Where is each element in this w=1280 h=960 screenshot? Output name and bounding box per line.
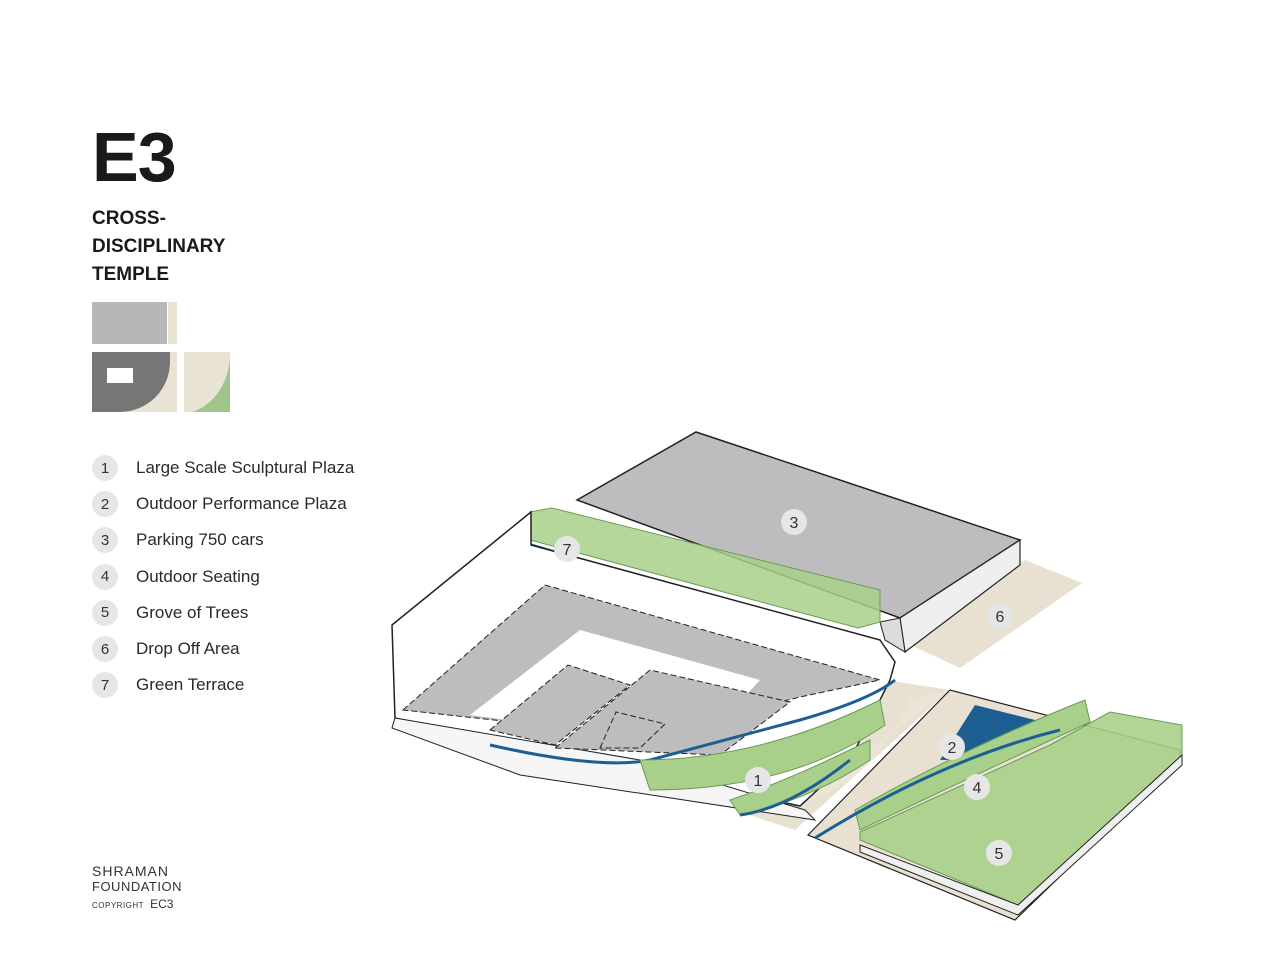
marker-label: 3: [790, 515, 799, 532]
marker-label: 2: [948, 740, 957, 757]
marker-circle: [745, 767, 771, 793]
grove-base: [859, 753, 1183, 916]
plaza-blue-edge: [739, 758, 851, 817]
copyright-word: COPYRIGHT: [92, 901, 145, 910]
thumb-block-top: [92, 302, 167, 344]
podium-block-a: [488, 664, 632, 746]
marker-circle: [781, 509, 807, 535]
thumb-green-wedge: [192, 352, 231, 412]
legend-item: 2 Outdoor Performance Plaza: [92, 486, 354, 522]
legend-number-badge: 7: [92, 672, 118, 699]
seating-tree-arc: [854, 699, 1091, 831]
title-line-3: TEMPLE: [92, 264, 170, 285]
legend-item: 6 Drop Off Area: [92, 631, 354, 667]
legend-label: Green Terrace: [136, 675, 245, 695]
legend-item: 5 Grove of Trees: [92, 595, 354, 631]
legend-label: Parking 750 cars: [136, 530, 264, 550]
legend-number-badge: 2: [92, 491, 118, 518]
org-name-line1: SHRAMAN: [92, 863, 170, 879]
grove-of-trees: [859, 711, 1183, 906]
org-name-line2: FOUNDATION: [92, 879, 182, 894]
marker-circle: [987, 603, 1013, 629]
podium-block-c: [599, 711, 667, 749]
marker-label: 7: [563, 542, 572, 559]
legend-label: Large Scale Sculptural Plaza: [136, 458, 355, 478]
thumb-white-slot: [107, 368, 133, 383]
marker-circle: [939, 734, 965, 760]
legend-label: Grove of Trees: [136, 602, 249, 622]
thumb-strip-top: [168, 302, 177, 344]
legend-number-badge: 3: [92, 527, 118, 554]
marker-label: 4: [973, 780, 982, 797]
marker-label: 6: [996, 609, 1005, 626]
legend-label: Drop Off Area: [136, 639, 240, 659]
legend-item: 4 Outdoor Seating: [92, 559, 354, 595]
title-line-1: CROSS-: [92, 208, 166, 229]
marker-label: 1: [754, 773, 763, 790]
legend-item: 7 Green Terrace: [92, 667, 354, 703]
legend-number-badge: 6: [92, 636, 118, 663]
layout-thumbnail: [92, 302, 231, 412]
legend-label: Outdoor Performance Plaza: [136, 494, 347, 514]
title-line-2: DISCIPLINARY: [92, 236, 226, 257]
marker-circle: [554, 536, 580, 562]
marker-circle: [986, 840, 1012, 866]
copyright-code: EC3: [150, 897, 174, 911]
plaza-tree-arc: [639, 699, 886, 791]
legend-label: Outdoor Seating: [136, 566, 260, 586]
project-title: CROSS- DISCIPLINARY TEMPLE: [92, 205, 292, 289]
marker-circle: [964, 774, 990, 800]
legend: 1 Large Scale Sculptural Plaza 2 Outdoor P…: [92, 450, 354, 703]
legend-item: 1 Large Scale Sculptural Plaza: [92, 450, 354, 486]
legend-number-badge: 1: [92, 455, 118, 482]
grove-water-edge: [814, 728, 1061, 840]
copyright-line: COPYRIGHT EC3: [92, 897, 182, 913]
parking-front-edge: [879, 617, 906, 653]
legend-number-badge: 4: [92, 563, 118, 590]
marker-label: 5: [995, 846, 1004, 863]
thumb-sand-corner: [120, 352, 177, 412]
legend-item: 3 Parking 750 cars: [92, 522, 354, 558]
organization-credit: SHRAMAN FOUNDATION COPYRIGHT EC3: [92, 863, 182, 913]
legend-number-badge: 5: [92, 599, 118, 626]
project-code: E3: [92, 118, 177, 196]
